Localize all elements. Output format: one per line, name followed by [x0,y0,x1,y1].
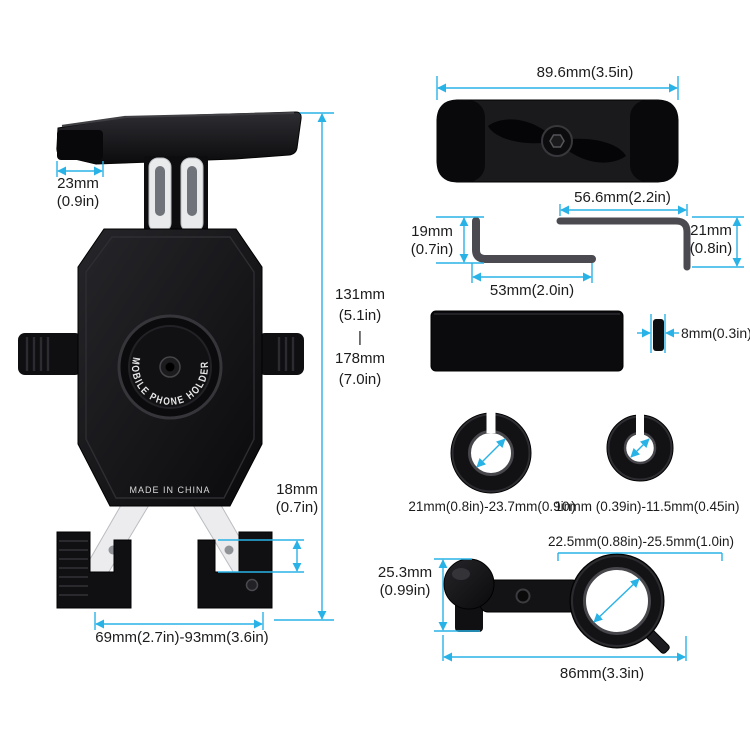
dim-label-rear-clamp-width: 89.6mm(3.5in) [536,64,634,81]
dim-spacer-large-bore [476,438,506,468]
dim-label-hook-lip: 18mm (0.7in) [275,481,319,517]
dim-spacer-small-bore [630,438,650,458]
dim-hook-lip [218,539,304,573]
rear-clamp-pad [436,99,679,183]
dim-label-wrench-b-short: 21mm (0.8in) [689,222,733,258]
dim-label-mount-width: 86mm(3.3in) [559,665,645,682]
dim-mount-width [442,635,687,662]
dim-label-spacer-large: 21mm(0.8in)-23.7mm(0.9in) [408,499,576,514]
dim-grip-width [94,612,264,630]
dim-label-clamp-grip: 23mm (0.9in) [56,175,100,211]
rubber-strip-edge [653,319,664,351]
dim-label-wrench-b-long: 56.6mm(2.2in) [574,189,671,206]
made-in-text: MADE IN CHINA [129,485,210,495]
holder-body: MOBILE PHONE HOLDER MADE IN CHINA [77,228,263,507]
dim-wrench-b-long [559,204,688,216]
dim-label-grip-width: 69mm(2.7in)-93mm(3.6in) [95,629,269,646]
dim-label-spacer-small: 10mm (0.39in)-11.5mm(0.45in) [554,499,740,514]
dimension-lines [56,76,744,662]
holder-bottom-hooks [56,531,273,609]
hex-bolt [549,134,565,148]
dim-bar-clamp [557,552,723,623]
dim-label-pad-thickness: 8mm(0.3in) [681,325,750,341]
clamp-grip-pad [57,130,103,160]
dim-label-wrench-a-long: 53mm(2.0in) [489,282,575,299]
ball-head [443,558,495,610]
spinner-blade [557,138,626,163]
allen-wrench-b [556,217,691,271]
dim-clamp-grip [56,161,104,177]
handlebar-mount [443,553,670,654]
dim-label-wrench-a-short: 19mm (0.7in) [410,223,454,259]
ring-slit [486,410,496,433]
arm-screw [515,588,531,604]
dim-wrench-b-short [692,216,744,268]
allen-wrench-a [472,217,596,263]
dim-wrench-a-long [471,263,593,283]
dim-rear-clamp-width [436,76,679,100]
spacer-ring-small [606,412,674,482]
dim-pad-thickness [637,314,679,353]
ring-slit [636,412,644,435]
rubber-strip [430,310,624,372]
dim-holder-height [274,112,334,621]
hook-screw [245,578,259,592]
spinner-blade [488,119,557,144]
holder-side-arms [18,333,304,375]
holder-straps [144,156,208,234]
dim-mount-height [434,558,480,632]
holder-top-clamp [56,111,302,165]
dim-label-bar-clamp: 22.5mm(0.88in)-25.5mm(1.0in) [547,534,735,549]
dim-label-mount-height: 25.3mm (0.99in) [377,564,433,600]
spacer-ring-large [450,410,532,494]
dim-label-holder-height: 131mm (5.1in) | 178mm (7.0in) [334,286,386,389]
dim-wrench-a-short [436,216,484,264]
phone-holder-front: MOBILE PHONE HOLDER MADE IN CHINA [18,111,304,609]
